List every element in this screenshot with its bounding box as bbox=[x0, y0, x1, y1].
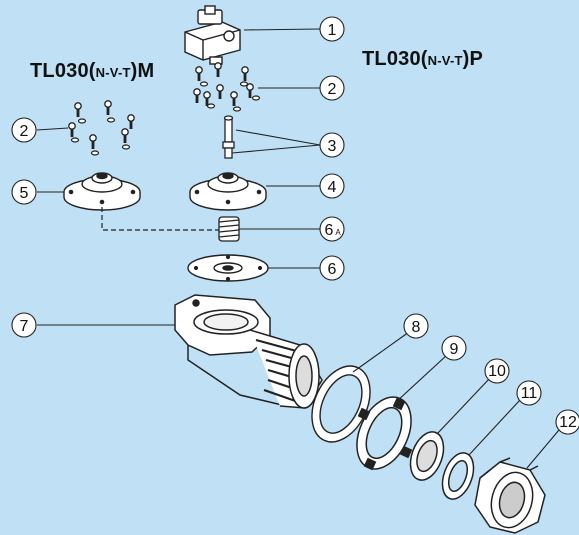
callout-8: 8 bbox=[403, 313, 429, 339]
title-model-m: TL030(N-V-T)M bbox=[30, 60, 155, 82]
callout-6: 6 bbox=[319, 255, 345, 281]
bonnet-p bbox=[189, 172, 267, 211]
svg-text:6: 6 bbox=[325, 222, 334, 239]
valve-body bbox=[174, 294, 323, 409]
leader-lines bbox=[36, 28, 560, 469]
svg-text:1: 1 bbox=[328, 22, 337, 39]
dashed-link bbox=[101, 207, 220, 231]
svg-text:10: 10 bbox=[488, 363, 506, 380]
screws-right bbox=[193, 62, 261, 112]
union-nut bbox=[474, 457, 546, 534]
callout-3: 3 bbox=[319, 132, 345, 158]
screws-left bbox=[68, 100, 135, 156]
svg-text:9: 9 bbox=[450, 341, 459, 358]
bonnet-m bbox=[63, 172, 141, 211]
solenoid-coil bbox=[184, 5, 241, 65]
callout-11: 11 bbox=[516, 380, 542, 406]
title-model-p: TL030(N-V-T)P bbox=[362, 48, 484, 70]
callout-1: 1 bbox=[319, 16, 345, 42]
callout-7: 7 bbox=[11, 312, 37, 338]
svg-text:3: 3 bbox=[328, 138, 337, 155]
svg-text:11: 11 bbox=[521, 385, 538, 402]
svg-text:5: 5 bbox=[20, 185, 29, 202]
callout-9: 9 bbox=[441, 335, 467, 361]
callout-2-right: 2 bbox=[319, 75, 345, 101]
svg-text:6: 6 bbox=[328, 261, 337, 278]
svg-text:A: A bbox=[335, 228, 341, 237]
callout-4: 4 bbox=[319, 173, 345, 199]
svg-text:4: 4 bbox=[328, 179, 337, 196]
union-end bbox=[409, 431, 445, 481]
diaphragm bbox=[187, 254, 269, 282]
seal-ring bbox=[441, 452, 475, 500]
svg-text:8: 8 bbox=[412, 319, 421, 336]
spring bbox=[218, 216, 240, 242]
svg-text:2: 2 bbox=[328, 81, 337, 98]
callout-2-left: 2 bbox=[11, 117, 37, 143]
callout-10: 10 bbox=[484, 358, 510, 384]
gasket bbox=[311, 365, 371, 443]
plunger bbox=[222, 115, 235, 159]
svg-text:12: 12 bbox=[559, 414, 577, 431]
callout-5: 5 bbox=[11, 179, 37, 205]
callout-12: 12 bbox=[555, 409, 579, 435]
svg-text:2: 2 bbox=[20, 123, 29, 140]
svg-text:7: 7 bbox=[20, 318, 29, 335]
